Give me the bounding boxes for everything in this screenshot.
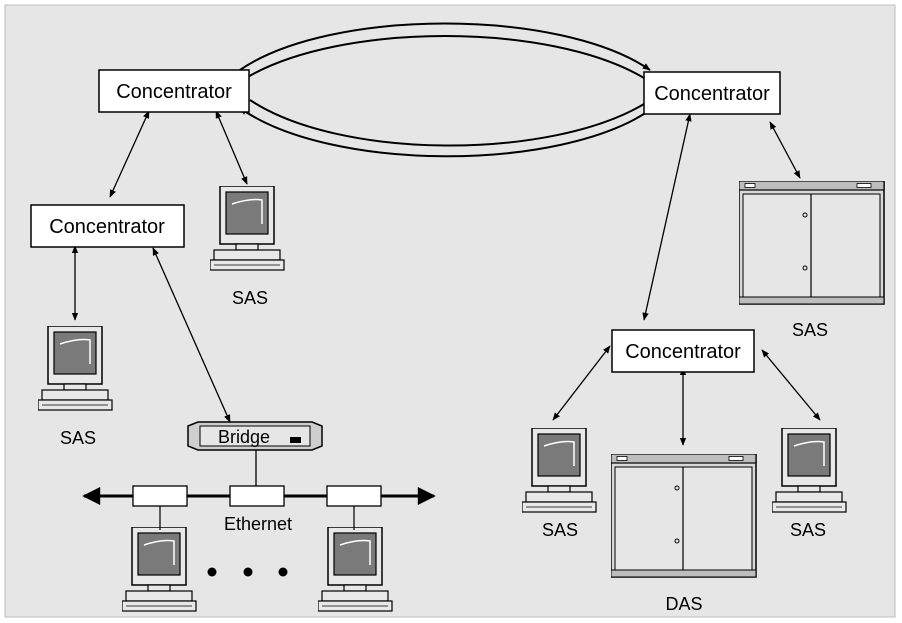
bridge-label: Bridge xyxy=(218,427,270,447)
das-label: DAS xyxy=(665,594,702,614)
computer-monitor-icon xyxy=(772,428,846,512)
link-top-left-to-sas-center xyxy=(215,110,248,185)
concentrator-top-left-label: Concentrator xyxy=(116,81,232,103)
computer-monitor-icon xyxy=(522,428,596,512)
sas-cabinet-label: SAS xyxy=(792,320,828,340)
concentrator-top-right: Concentrator xyxy=(643,71,781,115)
concentrator-mid-left-label: Concentrator xyxy=(49,216,165,238)
computer-monitor-icon xyxy=(318,527,392,611)
dual-ring xyxy=(239,22,651,158)
concentrator-bottom-right: Concentrator xyxy=(611,329,755,373)
connection-links xyxy=(71,110,821,446)
link-bottom-right-to-sas xyxy=(552,345,611,421)
sas-bottom-left-label: SAS xyxy=(542,520,578,540)
concentrator-bottom-right-label: Concentrator xyxy=(625,341,741,363)
link-bottom-right-to-sas-right xyxy=(761,349,821,421)
concentrator-top-right-label: Concentrator xyxy=(654,83,770,105)
concentrator-mid-left: Concentrator xyxy=(30,204,185,248)
ethernet-backbone xyxy=(82,485,436,530)
link-mid-left-to-bridge xyxy=(152,247,231,423)
link-top-left-to-mid-left xyxy=(109,110,150,198)
link-top-right-to-cabinet xyxy=(769,121,801,179)
link-top-right-to-bottom-right xyxy=(642,113,692,321)
computer-monitor-icon xyxy=(38,326,112,410)
computer-monitor-icon xyxy=(122,527,196,611)
sas-bottom-right-label: SAS xyxy=(790,520,826,540)
sas-left-label: SAS xyxy=(60,428,96,448)
server-cabinet-icon xyxy=(739,181,884,304)
server-cabinet-icon xyxy=(611,454,756,577)
sas-center-label: SAS xyxy=(232,288,268,308)
ellipsis-dots-icon xyxy=(207,567,288,577)
computer-monitor-icon xyxy=(210,186,284,270)
ethernet-label: Ethernet xyxy=(224,514,292,534)
bridge-device-icon: Bridge xyxy=(187,421,323,451)
concentrator-top-left: Concentrator xyxy=(98,69,250,113)
